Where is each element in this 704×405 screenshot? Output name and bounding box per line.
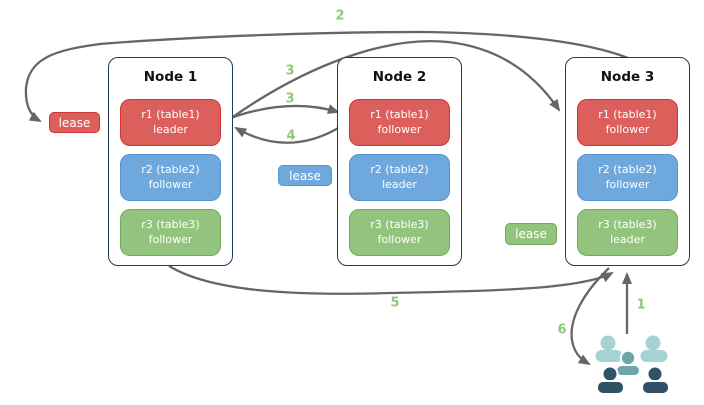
replica-name: r3 (table3) <box>598 218 657 232</box>
arrow-label-2: 2 <box>335 8 345 24</box>
replica-role: follower <box>148 177 193 191</box>
replica-role: follower <box>605 177 650 191</box>
node-1-replica-r1: r1 (table1) leader <box>120 99 221 146</box>
replica-role: leader <box>610 232 645 246</box>
node-1: Node 1 r1 (table1) leader r2 (table2) fo… <box>108 57 233 266</box>
arrow-step5-node1-to-node3 <box>168 265 614 295</box>
replica-role: follower <box>605 122 650 136</box>
node-3: Node 3 r1 (table1) follower r2 (table2) … <box>565 57 690 266</box>
node-2-replica-r2: r2 (table2) leader <box>349 154 450 201</box>
replica-role: follower <box>377 122 422 136</box>
arrow-label-3b: 3 <box>285 91 295 107</box>
arrow-step3-node1-to-node2 <box>227 104 340 121</box>
node-3-replica-r3: r3 (table3) leader <box>577 209 678 256</box>
node-3-title: Node 3 <box>600 69 655 85</box>
node-3-replica-r1: r1 (table1) follower <box>577 99 678 146</box>
replica-name: r2 (table2) <box>141 163 200 177</box>
lease-badge-table3: lease <box>505 223 557 245</box>
replica-name: r1 (table1) <box>598 108 657 122</box>
replica-name: r1 (table1) <box>370 108 429 122</box>
users-icon <box>595 335 670 395</box>
replica-name: r2 (table2) <box>370 163 429 177</box>
lease-badge-table2: lease <box>278 165 332 186</box>
node-2-title: Node 2 <box>372 69 427 85</box>
replica-role: leader <box>153 122 188 136</box>
arrow-label-1: 1 <box>636 297 646 313</box>
replica-role: follower <box>377 232 422 246</box>
node-1-replica-r3: r3 (table3) follower <box>120 209 221 256</box>
node-2-replica-r1: r1 (table1) follower <box>349 99 450 146</box>
arrow-label-6: 6 <box>557 322 567 338</box>
node-2: Node 2 r1 (table1) follower r2 (table2) … <box>337 57 462 266</box>
replica-name: r3 (table3) <box>141 218 200 232</box>
replica-name: r3 (table3) <box>370 218 429 232</box>
node-1-replica-r2: r2 (table2) follower <box>120 154 221 201</box>
node-1-title: Node 1 <box>143 69 198 85</box>
node-2-replica-r3: r3 (table3) follower <box>349 209 450 256</box>
arrow-label-5: 5 <box>390 295 400 311</box>
arrow-label-3a: 3 <box>285 63 295 79</box>
replica-role: leader <box>382 177 417 191</box>
replica-name: r1 (table1) <box>141 108 200 122</box>
node-3-replica-r2: r2 (table2) follower <box>577 154 678 201</box>
arrow-label-4: 4 <box>286 128 296 144</box>
replica-name: r2 (table2) <box>598 163 657 177</box>
replica-role: follower <box>148 232 193 246</box>
lease-badge-table1: lease <box>49 112 100 133</box>
